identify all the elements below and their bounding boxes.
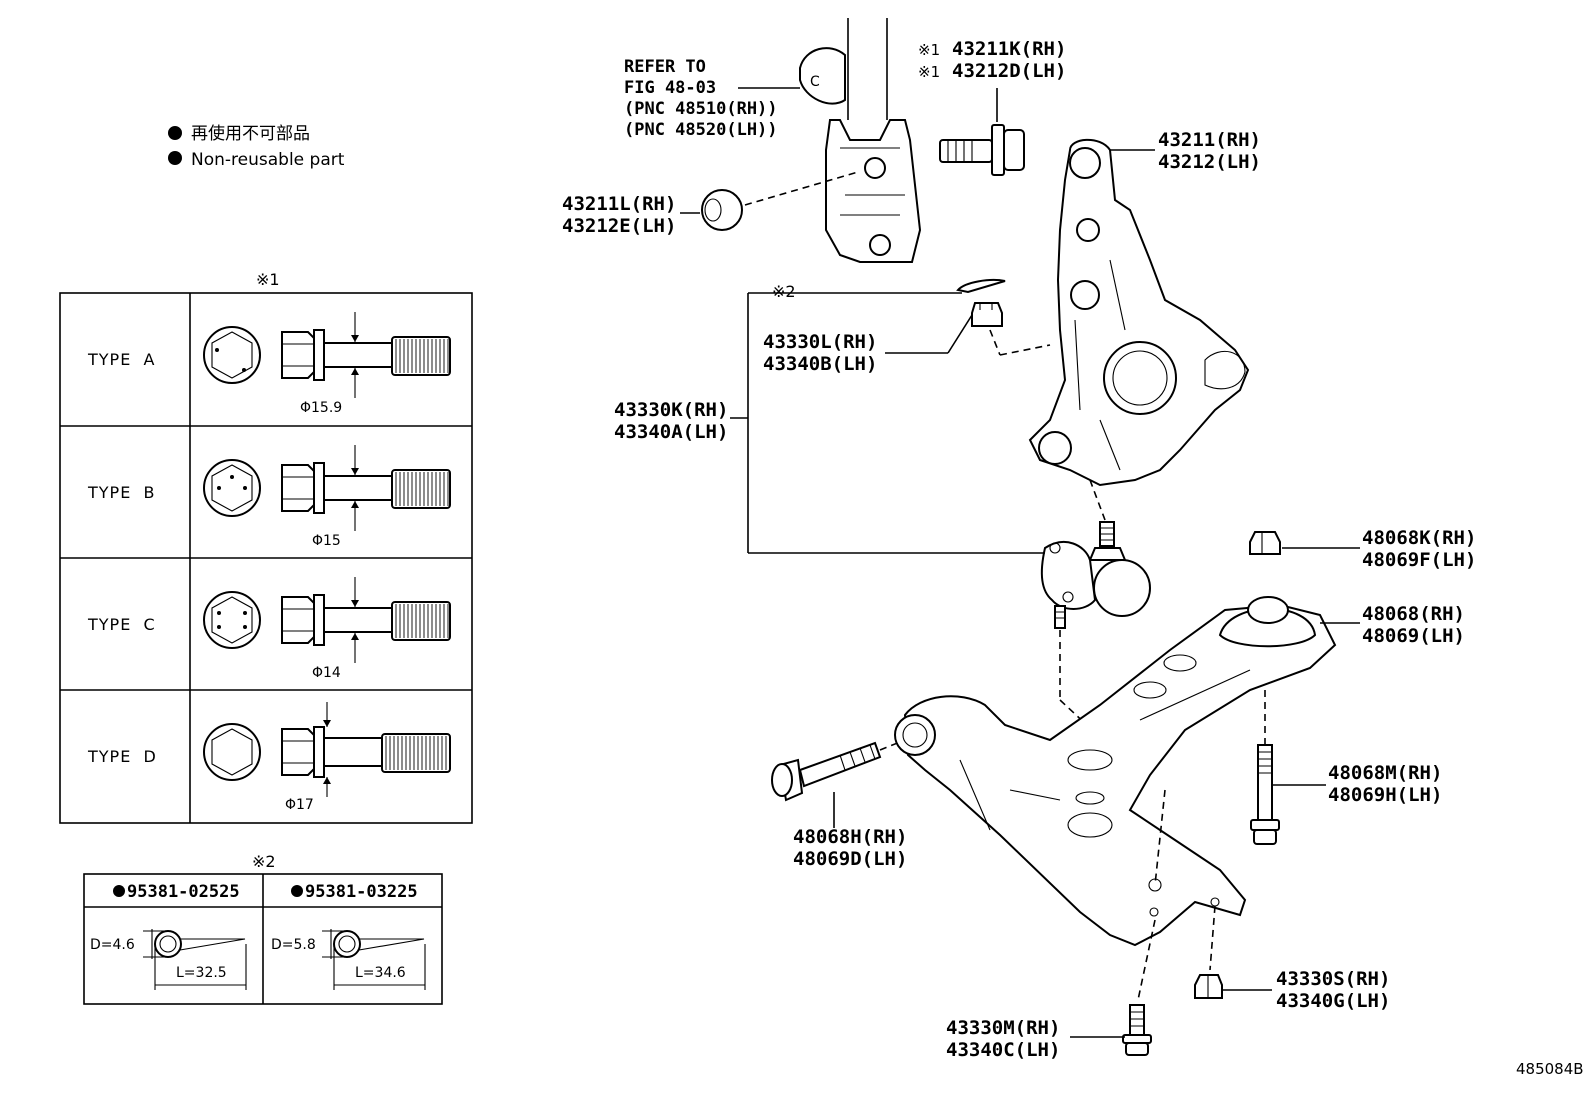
part-label: 43330M(RH) [946, 1017, 1060, 1039]
l-dim: L=32.5 [176, 965, 227, 981]
hub-bolt-d: Φ17 [203, 702, 451, 813]
part-label: 43340A(LH) [614, 421, 728, 443]
l-dim: L=34.6 [355, 965, 406, 981]
part-label: 43212E(LH) [562, 215, 676, 237]
washer-part [701, 171, 859, 231]
part-label: 48069F(LH) [1362, 549, 1476, 571]
bullet-icon [168, 151, 182, 165]
part-label: 48068H(RH) [793, 826, 907, 848]
d-dim: D=4.6 [90, 937, 135, 953]
svg-text:C: C [810, 74, 820, 90]
part-label: 43211(RH) [1158, 129, 1261, 151]
part-label: 43330K(RH) [614, 399, 728, 421]
part-label: 43340B(LH) [763, 353, 877, 375]
refer-line: REFER TO [624, 57, 706, 77]
refer-line: FIG 48-03 [624, 78, 716, 98]
type-label: TYPE D [87, 747, 157, 766]
part-label: 43211L(RH) [562, 193, 676, 215]
part-number: 95381-03225 [305, 882, 418, 902]
bj-nut-part [1194, 974, 1223, 999]
cotter-pin-1: D=4.6 L=32.5 [90, 929, 247, 990]
part-label: 43212D(LH) [952, 60, 1066, 82]
hub-bolt-b: Φ15 [203, 445, 451, 549]
bullet-icon [168, 126, 182, 140]
part-label: 43330S(RH) [1276, 968, 1390, 990]
part-label: 48069(LH) [1362, 625, 1465, 647]
d-dim: D=5.8 [271, 937, 316, 953]
part-label: 43330L(RH) [763, 331, 877, 353]
figure-id: 485084B [1516, 1060, 1584, 1078]
diameter-label: Φ15 [312, 533, 341, 549]
front-bolt-part [771, 741, 901, 802]
diameter-label: Φ15.9 [300, 400, 342, 416]
part-label: 48069D(LH) [793, 848, 907, 870]
hub-bolt-a: Φ15.9 [203, 312, 451, 416]
refer-line: (PNC 48520(LH)) [624, 120, 778, 140]
part-label: 43211K(RH) [952, 38, 1066, 60]
cotter-pin-2: D=5.8 L=34.6 [271, 929, 426, 990]
bj-bolt-part [1122, 1004, 1152, 1056]
mark-1: ※1 [918, 63, 940, 81]
steering-knuckle [1028, 138, 1250, 487]
legend-en: Non-reusable part [191, 150, 345, 170]
mark-1: ※1 [918, 41, 940, 59]
part-label: 48068K(RH) [1362, 527, 1476, 549]
part-label: 48068M(RH) [1328, 762, 1442, 784]
type-label: TYPE C [87, 615, 156, 634]
part-label: 48069H(LH) [1328, 784, 1442, 806]
rear-bolt-part [1250, 744, 1280, 845]
lower-control-arm [894, 596, 1337, 947]
part-label: 43212(LH) [1158, 151, 1261, 173]
type-label: TYPE B [87, 483, 155, 502]
legend-ja: 再使用不可部品 [191, 123, 310, 144]
type-label: TYPE A [87, 350, 155, 369]
refer-line: (PNC 48510(RH)) [624, 99, 778, 119]
cotter-pin-table: ※2 95381-02525 95381-03225 D=4.6 L=32.5 [83, 852, 443, 1005]
top-bolt-part [939, 124, 1025, 176]
table1-mark: ※1 [256, 270, 280, 289]
part-label: 43340C(LH) [946, 1039, 1060, 1061]
strut-bracket: C [799, 18, 922, 263]
leader-lines [680, 87, 1360, 1038]
mark-2: ※2 [772, 282, 796, 301]
part-labels: REFER TO FIG 48-03 (PNC 48510(RH)) (PNC … [562, 38, 1584, 1078]
legend: 再使用不可部品 Non-reusable part [168, 123, 345, 170]
bullet-icon [291, 885, 303, 897]
part-number: 95381-02525 [127, 882, 240, 902]
diameter-label: Φ17 [285, 797, 314, 813]
bullet-icon [113, 885, 125, 897]
table2-mark: ※2 [252, 852, 276, 871]
bolt-type-table: ※1 TYPE A TYPE B TYPE C TYPE D Φ15.9 [59, 270, 473, 824]
ball-joint [1040, 521, 1151, 629]
hub-bolt-c: Φ14 [203, 577, 451, 681]
bushing-nut-part [1249, 531, 1281, 555]
thread-hatch [385, 339, 449, 770]
part-label: 48068(RH) [1362, 603, 1465, 625]
part-label: 43340G(LH) [1276, 990, 1390, 1012]
diameter-label: Φ14 [312, 665, 341, 681]
castle-nut [956, 279, 1051, 356]
